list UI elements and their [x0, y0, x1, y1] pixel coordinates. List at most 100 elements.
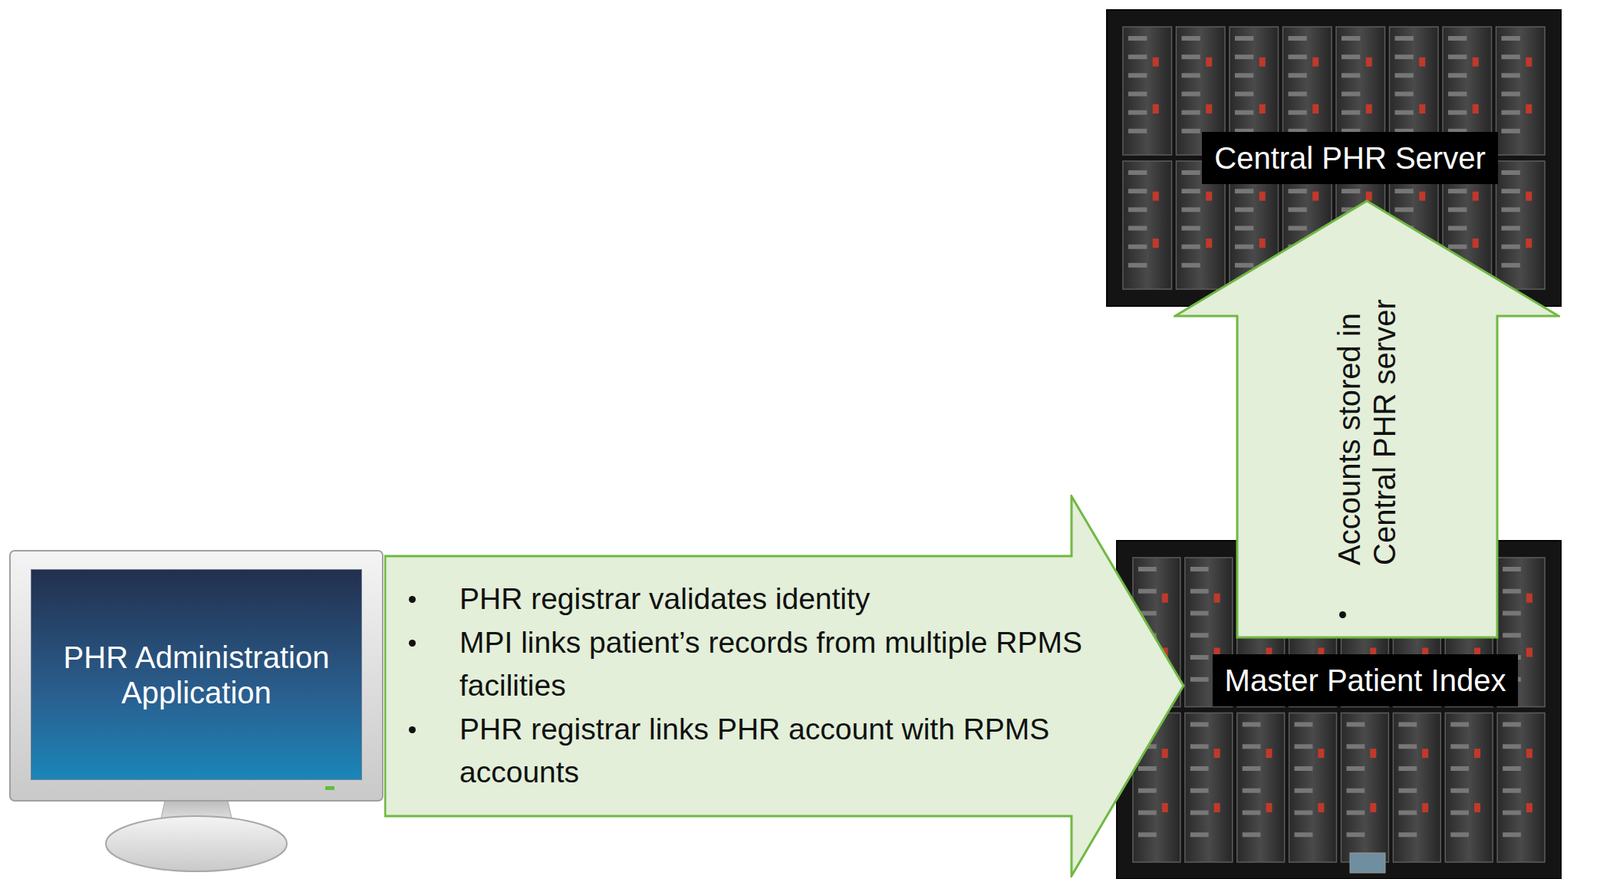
blade-led [1525, 191, 1532, 201]
blade-led [1418, 57, 1426, 67]
blade-slot [1501, 188, 1521, 194]
blade-slot [1190, 766, 1209, 771]
blade-slot [1346, 722, 1366, 728]
blade-slot [1502, 766, 1521, 771]
blade-slot [1128, 244, 1147, 250]
blade-slot [1181, 110, 1201, 116]
blade-slot [1190, 832, 1209, 837]
blade-slot [1181, 170, 1201, 175]
blade-led [1418, 104, 1426, 114]
blade-slot [1398, 744, 1417, 749]
blade-slot [1501, 72, 1521, 78]
blade-led [1525, 238, 1532, 248]
blade-slot [1181, 207, 1201, 212]
blade-led [1472, 57, 1479, 67]
blade-led [1152, 104, 1159, 114]
blade-slot [1190, 566, 1209, 572]
blade-slot [1450, 810, 1469, 816]
blade-led [1162, 593, 1169, 603]
blade-slot [1502, 722, 1521, 728]
blade-slot [1450, 788, 1469, 794]
bullet-text: PHR registrar validates identity [459, 577, 1113, 622]
blade-led [1152, 57, 1159, 67]
blade-slot [1181, 244, 1201, 250]
blade-led [1526, 748, 1533, 758]
blade-slot [1242, 810, 1261, 816]
screen-title: PHR Administration Application [39, 639, 354, 711]
blade-led [1525, 57, 1532, 67]
blade-led [1312, 104, 1319, 114]
monitor-base [105, 816, 287, 872]
blade-slot [1294, 832, 1314, 837]
blade-slot [1502, 632, 1521, 638]
blade-slot [1190, 611, 1209, 616]
blade-led [1265, 748, 1272, 758]
blade-slot [1181, 188, 1201, 194]
blade-slot [1288, 54, 1307, 60]
blade-led [1369, 748, 1377, 758]
blade-slot [1181, 54, 1201, 60]
blade [1341, 713, 1390, 863]
blade-led [1418, 191, 1426, 201]
blade-slot [1181, 72, 1201, 78]
blade-slot [1242, 766, 1261, 771]
blade-slot [1501, 263, 1521, 268]
blade-slot [1294, 744, 1314, 749]
blade-slot [1501, 36, 1521, 41]
blade-slot [1128, 170, 1147, 175]
blade-slot [1288, 207, 1307, 212]
blade-slot [1234, 72, 1254, 78]
blade-led [1259, 238, 1266, 248]
blade-slot [1234, 244, 1254, 250]
blade-slot [1395, 54, 1414, 60]
bullet-item: PHR registrar validates identity [459, 577, 1113, 622]
blade-slot [1288, 110, 1307, 116]
blade-slot [1501, 207, 1521, 212]
blade-slot [1346, 744, 1366, 749]
blade-slot [1502, 810, 1521, 816]
blade-slot [1395, 72, 1414, 78]
bullet-item: MPI links patient’s records from multipl… [459, 621, 1113, 708]
blade-slot [1234, 207, 1254, 212]
blade-led [1526, 593, 1533, 603]
blade-slot [1448, 72, 1467, 78]
blade [1237, 713, 1285, 863]
blade-slot [1288, 72, 1307, 78]
blade-slot [1346, 832, 1366, 837]
blade-led [1317, 803, 1324, 813]
blade-slot [1448, 54, 1467, 60]
bullet-dot [408, 726, 416, 734]
blade-slot [1346, 810, 1366, 816]
blade-led [1259, 191, 1266, 201]
blade-slot [1501, 92, 1521, 97]
bullet-text: PHR registrar links PHR account with RPM… [459, 707, 1113, 795]
blade-slot [1138, 589, 1157, 594]
blade-slot [1502, 832, 1521, 837]
blade-slot [1138, 832, 1157, 837]
arrow-outline [1175, 200, 1559, 638]
blade-slot [1501, 244, 1521, 250]
blade-slot [1395, 188, 1414, 194]
blade-slot [1448, 226, 1467, 231]
blade-led [1317, 748, 1324, 758]
node-label: Central PHR Server [1214, 138, 1485, 178]
bullet-list: PHR registrar validates identityMPI link… [459, 577, 1113, 795]
blade-led [1152, 191, 1159, 201]
node-label: Master Patient Index [1224, 660, 1507, 701]
blade-slot [1294, 766, 1314, 771]
blade-slot [1190, 722, 1209, 728]
arrow-note: Accounts stored in Central PHR server [1331, 258, 1403, 566]
bullet-text: MPI links patient’s records from multipl… [459, 621, 1113, 708]
rotated-text: Accounts stored in Central PHR server [1331, 258, 1403, 566]
blade-slot [1138, 788, 1157, 794]
blade [1445, 713, 1493, 863]
blade-slot [1341, 92, 1360, 97]
blade-led [1472, 104, 1479, 114]
blade-led [1265, 803, 1272, 813]
blade-slot [1190, 589, 1209, 594]
blade [1392, 713, 1441, 863]
blade-slot [1234, 110, 1254, 116]
blade-slot [1288, 226, 1307, 231]
bullet-dot [408, 639, 416, 647]
